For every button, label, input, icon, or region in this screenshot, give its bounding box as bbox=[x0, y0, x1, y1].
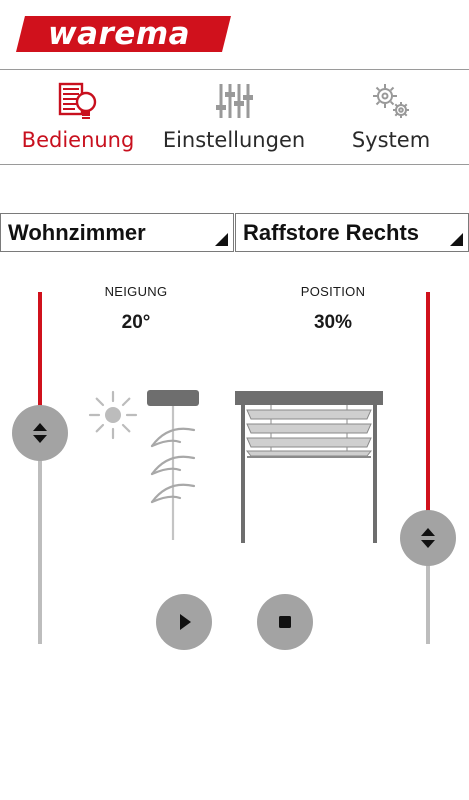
tab-system[interactable]: System bbox=[313, 70, 469, 164]
up-down-arrows-icon bbox=[421, 528, 435, 549]
tab-label: Bedienung bbox=[21, 128, 135, 152]
stop-icon bbox=[279, 616, 291, 628]
position-slider-track-filled[interactable] bbox=[426, 292, 430, 539]
stop-button[interactable] bbox=[257, 594, 313, 650]
warema-logo: warema bbox=[16, 16, 231, 52]
device-select-value: Raffstore Rechts bbox=[243, 220, 420, 245]
sliders-icon bbox=[216, 84, 253, 118]
play-icon bbox=[180, 614, 191, 630]
tab-einstellungen[interactable]: Einstellungen bbox=[156, 70, 312, 164]
logo-text: warema bbox=[47, 16, 191, 52]
tab-label: System bbox=[351, 128, 431, 152]
tilt-slider-track[interactable] bbox=[38, 432, 42, 644]
up-down-arrows-icon bbox=[33, 422, 47, 443]
raffstore-blind-illustration bbox=[235, 391, 383, 543]
device-select[interactable]: Raffstore Rechts bbox=[235, 213, 469, 252]
tilt-label: NEIGUNG bbox=[104, 284, 168, 299]
room-select[interactable]: Wohnzimmer bbox=[0, 213, 234, 252]
tab-bedienung[interactable]: Bedienung bbox=[0, 70, 156, 164]
main-navigation: Bedienung Einstellungen bbox=[0, 70, 469, 164]
play-button[interactable] bbox=[156, 594, 212, 650]
nav-divider bbox=[0, 164, 469, 165]
room-select-value: Wohnzimmer bbox=[8, 220, 146, 245]
position-slider-track[interactable] bbox=[426, 538, 430, 644]
sun-icon bbox=[88, 390, 138, 440]
tab-label: Einstellungen bbox=[162, 128, 306, 152]
header-divider bbox=[0, 69, 469, 70]
dropdown-arrow-icon bbox=[450, 233, 463, 246]
tilt-slider-track-filled[interactable] bbox=[38, 292, 42, 433]
remote-control-bulb-icon bbox=[58, 82, 97, 119]
gears-icon bbox=[373, 84, 409, 118]
slat-tilt-illustration bbox=[147, 390, 199, 540]
position-slider-knob[interactable] bbox=[400, 510, 456, 567]
dropdown-arrow-icon bbox=[215, 233, 228, 246]
tilt-value: 20° bbox=[121, 312, 151, 333]
position-value: 30% bbox=[313, 312, 353, 333]
position-label: POSITION bbox=[300, 284, 366, 299]
tilt-slider-knob[interactable] bbox=[12, 404, 68, 461]
